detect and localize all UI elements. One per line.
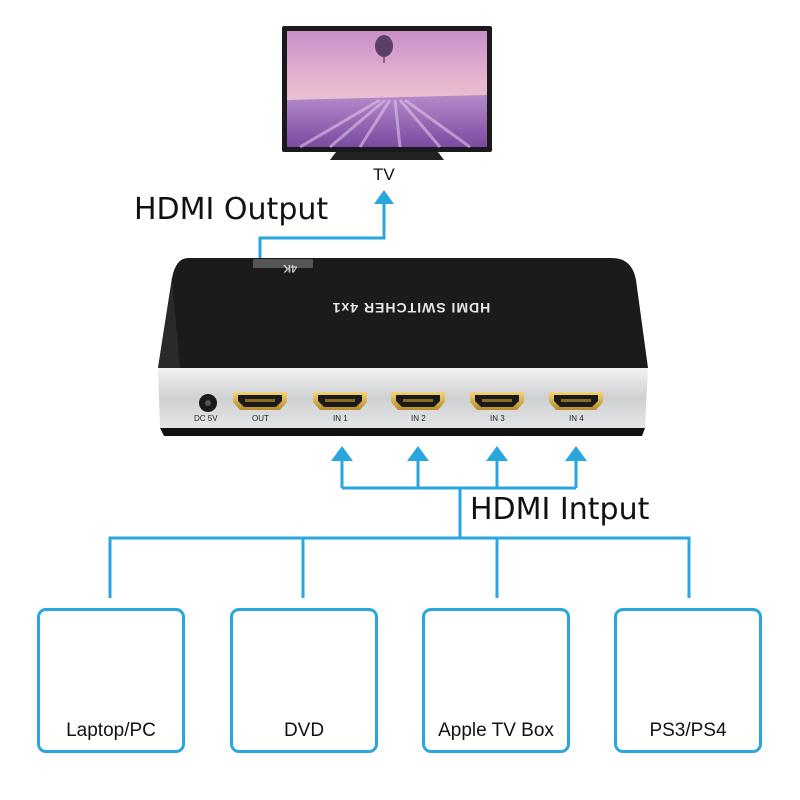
- balloon-icon: [375, 35, 393, 57]
- port-label-dc: DC 5V: [194, 414, 218, 423]
- port-in-4-icon: [549, 392, 603, 410]
- port-in-2-icon: [391, 392, 445, 410]
- tv-label: TV: [373, 165, 395, 184]
- switcher-title: HDMI SWITCHER 4x1: [331, 300, 491, 316]
- tv-image: [282, 26, 492, 160]
- device-name: DVD: [283, 720, 325, 741]
- device-name: Apple TV Box: [438, 720, 554, 741]
- port-label-in2: IN 2: [411, 414, 426, 423]
- device-card-dvd: DVD: [230, 608, 378, 753]
- port-in-1-icon: [313, 392, 367, 410]
- hdmi-ports: [233, 392, 603, 410]
- port-label-in1: IN 1: [333, 414, 348, 423]
- port-out-icon: [233, 392, 287, 410]
- switcher-4k-badge: 4K: [283, 262, 298, 274]
- device-name: PS3/PS4: [649, 720, 727, 741]
- apple-tv-mark: tv: [474, 662, 487, 679]
- hdmi-input-label: HDMI Intput: [470, 492, 650, 527]
- device-name: Laptop/PC: [66, 720, 156, 741]
- hdmi-output-label: HDMI Output: [134, 192, 329, 227]
- port-in-3-icon: [470, 392, 524, 410]
- port-label-out: OUT: [252, 414, 269, 423]
- device-card-laptop: Laptop/PC: [37, 608, 185, 753]
- device-card-apple-tv: Apple TV Box: [422, 608, 570, 753]
- input-connectors: [108, 446, 691, 598]
- port-label-in4: IN 4: [569, 414, 584, 423]
- device-card-ps: PS3/PS4: [614, 608, 762, 753]
- port-label-in3: IN 3: [490, 414, 505, 423]
